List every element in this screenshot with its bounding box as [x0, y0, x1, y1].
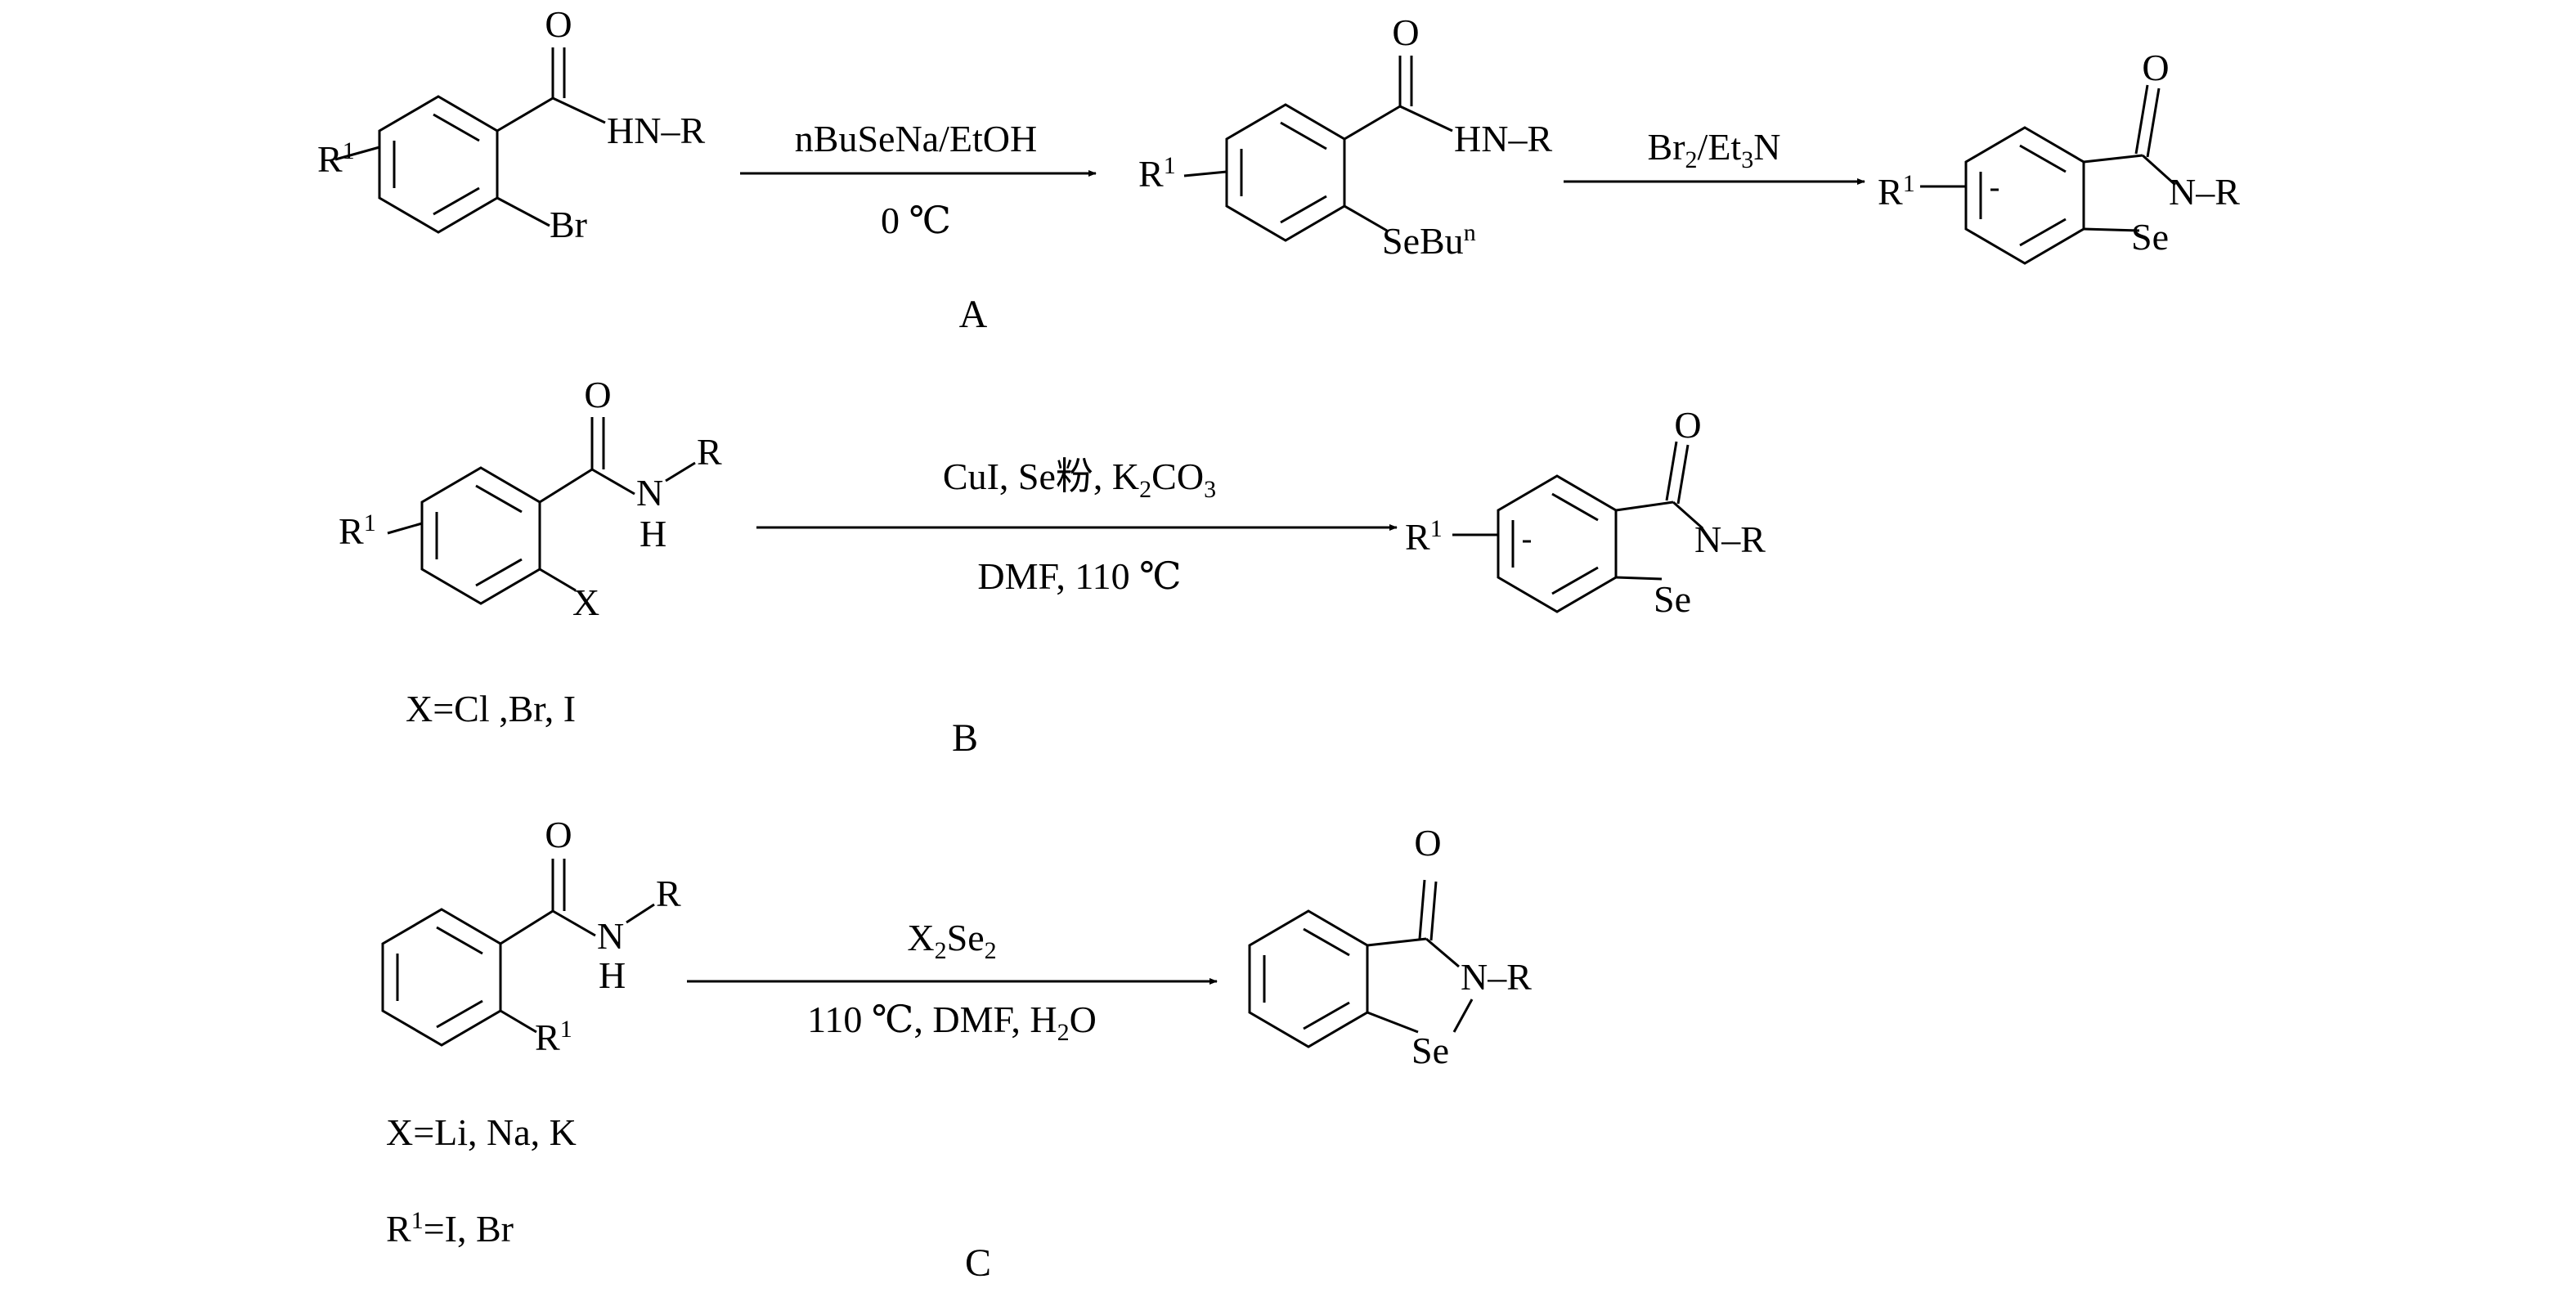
reaction-a-start-bromine: Br — [550, 204, 587, 245]
reaction-c-start-material — [381, 859, 655, 1047]
reaction-a-product-substituent: R1 — [1878, 170, 1915, 213]
reaction-b-start-oxygen: O — [584, 374, 611, 415]
reaction-a: O HN–R Br R1 nBuSeNa/EtOH 0 ℃ O HN–R SeB… — [317, 3, 2240, 336]
reaction-b-start-r-group: R — [697, 431, 722, 473]
reaction-a-start-oxygen: O — [545, 3, 572, 45]
reaction-a-product-selenium: Se — [2131, 216, 2169, 258]
reaction-a-reagent-below: 0 ℃ — [881, 200, 951, 241]
reaction-a-start-amide: HN–R — [607, 110, 705, 151]
reaction-c-start-substituent: R1 — [535, 1016, 572, 1058]
reaction-b-start-hydrogen: H — [640, 513, 666, 554]
reaction-c-note-counterion: X=Li, Na, K — [386, 1111, 577, 1153]
reaction-a-intermediate-oxygen: O — [1392, 11, 1419, 53]
reaction-b-start-substituent: R1 — [339, 509, 376, 552]
reaction-a-intermediate — [1183, 56, 1453, 242]
reaction-a-reagent-above: nBuSeNa/EtOH — [795, 118, 1037, 159]
reaction-c-start-oxygen: O — [545, 814, 572, 855]
reaction-c-product-selenium: Se — [1411, 1030, 1449, 1071]
reaction-c-reagent-below: 110 ℃, DMF, H2O — [807, 999, 1097, 1046]
reaction-c-product — [1248, 879, 1474, 1048]
reaction-a-intermediate-amide: HN–R — [1454, 118, 1552, 159]
reaction-c-product-oxygen: O — [1414, 822, 1441, 864]
reaction-b: O N H R X R1 CuI, Se粉, K2CO3 DMF, 110 ℃ … — [339, 374, 1766, 760]
reaction-b-reagent-below: DMF, 110 ℃ — [977, 555, 1181, 597]
reaction-a-intermediate-ortho-group: SeBun — [1382, 219, 1476, 262]
reaction-b-product — [1452, 441, 1703, 613]
reaction-b-start-material — [387, 417, 696, 605]
reaction-a-label: A — [959, 293, 988, 336]
reaction-b-product-nitrogen: N–R — [1694, 518, 1766, 560]
reaction-a-start-material — [334, 47, 606, 234]
reaction-b-product-oxygen: O — [1674, 404, 1701, 446]
reaction-c-label: C — [965, 1241, 991, 1285]
reaction-b-reagent-above: CuI, Se粉, K2CO3 — [943, 456, 1216, 503]
reaction-a-product-oxygen: O — [2142, 47, 2169, 88]
reaction-a-start-substituent: R1 — [317, 137, 355, 180]
reaction-a-product-nitrogen: N–R — [2169, 171, 2240, 213]
reaction-b-start-leaving-group: X — [572, 581, 599, 623]
reaction-c-reagent-above: X2Se2 — [907, 917, 996, 964]
reaction-a-product — [1920, 84, 2177, 265]
reaction-c-start-nitrogen: N — [597, 915, 624, 957]
reaction-b-product-substituent: R1 — [1405, 515, 1443, 558]
reaction-c-start-r-group: R — [656, 873, 681, 914]
reaction-b-start-nitrogen: N — [636, 472, 663, 514]
reaction-a-intermediate-substituent: R1 — [1138, 152, 1176, 195]
reaction-c: O N H R R1 X2Se2 110 ℃, DMF, H2O O N–R S… — [381, 814, 1532, 1285]
reaction-b-product-selenium: Se — [1654, 578, 1691, 620]
reaction-b-note: X=Cl ,Br, I — [406, 688, 576, 729]
reaction-c-start-hydrogen: H — [599, 954, 626, 996]
reaction-c-product-nitrogen: N–R — [1461, 956, 1532, 998]
reaction-b-label: B — [952, 716, 978, 760]
reaction-c-note-substituent: R1=I, Br — [386, 1207, 514, 1250]
reaction-a-reagent-step2: Br2/Et3N — [1648, 126, 1781, 173]
